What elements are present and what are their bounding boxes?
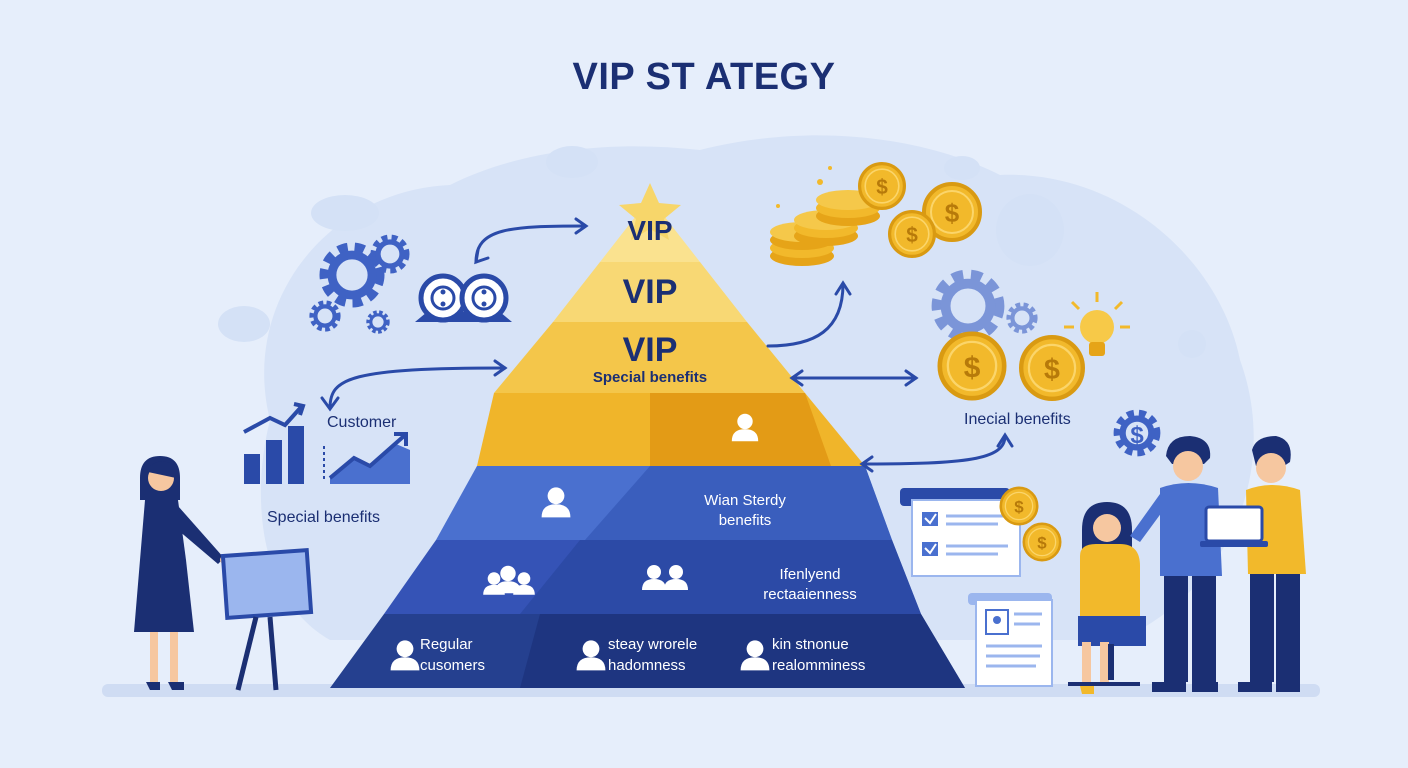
vip-lower-label: VIP [622,331,678,369]
tier5-label-line2: rectaaienness [763,586,857,603]
customer-label: Customer [327,414,397,431]
base-middle-line2: hadomness [608,657,686,674]
arrows [320,217,1014,473]
base-right-line2: realomminess [772,657,866,674]
arrow-icon [766,282,845,348]
base-right-line1: kin stnonue [772,636,849,653]
document-icon [968,593,1053,687]
lightbulb-icon [1064,292,1130,356]
arrow-icon [328,366,507,410]
base-middle-line1: steay wrorele [608,636,698,653]
vip-top-label: VIP [627,215,673,246]
tier4-label-line1: Wian Sterdy [704,492,786,509]
svg-text:$: $ [1130,422,1144,449]
dollar-coin-icon [999,486,1039,526]
arrow-icon [860,434,1007,466]
page-title: VIP ST ATEGY [572,56,836,98]
dollar-coin-icon [887,210,937,258]
line-chart-icon [323,432,410,484]
easel-icon [220,548,314,691]
dollar-coin-icon [1022,522,1062,562]
dollar-gear-icon: $ [1119,415,1155,451]
left-special-benefits-label: Special benefits [267,509,380,526]
presenter-woman [134,456,228,690]
special-benefits-label: Special benefits [592,369,708,386]
laptop-icon [1200,505,1268,547]
base-left-line2: cusomers [420,657,486,674]
dollar-coin-icon [857,162,907,210]
link-icon [415,273,512,323]
bar-chart-icon [243,402,306,484]
dollar-coin-icon [940,334,1004,398]
coin-stack [770,166,880,266]
tier5-label-line1: Ifenlyend [779,566,841,583]
seated-woman [1068,502,1146,694]
tier4-label-line2: benefits [718,512,772,529]
star-icon [619,183,681,240]
vip-middle-label: VIP [622,273,678,311]
right-benefits-label: Inecial benefits [964,411,1071,428]
base-left-line1: Regular [420,636,473,653]
dollar-coin-icon [1021,337,1083,399]
standing-man [1130,436,1222,692]
